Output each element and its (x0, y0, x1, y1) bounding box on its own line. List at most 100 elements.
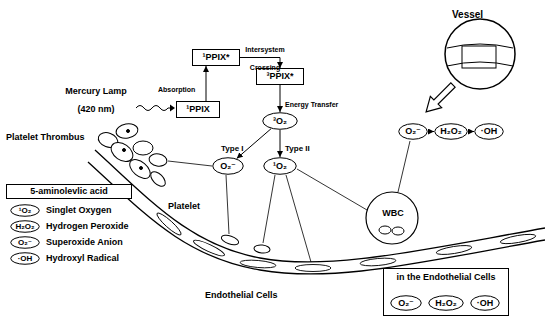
node-text: in the Endothelial Cells (396, 272, 495, 282)
species-ellipse: H₂O₂ (434, 123, 468, 140)
node-text: O₂⁻ (220, 161, 236, 171)
vessel-wall-group (88, 150, 545, 274)
node-text: ³O₂ (273, 116, 287, 126)
endothelial-cell (155, 211, 183, 238)
node-text: O₂⁻ (398, 298, 414, 308)
platelet-shape (254, 244, 271, 254)
inset-circle (445, 19, 515, 89)
endothelial-cell (500, 232, 537, 245)
legend-text: Superoxide Anion (46, 237, 123, 247)
ellipse-shape (11, 221, 40, 233)
endothelial-cell (240, 259, 276, 269)
label-text: ·OH (18, 254, 33, 263)
wavy-line (136, 106, 170, 111)
ellipse-shape (391, 296, 422, 311)
ellipse-shape (11, 253, 40, 265)
edge-label-text: Intersystem Crossing (245, 46, 284, 71)
label-text: WBC (382, 208, 404, 218)
panel-box: in the Endothelial CellsO₂⁻ H₂O₂ ·OH (383, 268, 509, 316)
label-text: ¹O₂ (19, 206, 31, 215)
ellipse-shape (213, 158, 244, 175)
legend-entry: Singlet Oxygen (46, 204, 112, 217)
species-ellipse: ¹O₂ (263, 157, 297, 175)
legend-text: Hydroxyl Radical (46, 253, 119, 263)
endothelial-cell (295, 265, 331, 272)
species-ellipse: H₂O₂ (428, 295, 464, 311)
label-text: Endothelial Cells (205, 290, 278, 300)
ellipse-shape (263, 113, 298, 130)
leader-line (297, 169, 367, 210)
granule (123, 149, 126, 152)
label-text: Vessel (452, 9, 483, 20)
legend-symbol: ¹O₂ (10, 204, 40, 217)
ellipse-shape (429, 296, 464, 311)
leader-line (263, 175, 275, 243)
hollow-arrow (420, 79, 458, 117)
leader-line (168, 161, 212, 166)
zoom-arrow (420, 79, 458, 117)
legend-text: Singlet Oxygen (46, 205, 112, 215)
edge-label-text: Type I (221, 144, 244, 153)
edge-label: Type II (285, 137, 310, 155)
vessel-wall (447, 62, 513, 66)
node-text: ·OH (477, 298, 494, 308)
node-text: ³PPIX* (266, 71, 293, 81)
platelet-shape (148, 153, 168, 168)
ellipse-shape (11, 237, 40, 249)
granule (140, 167, 143, 170)
platelet-shape (148, 169, 168, 189)
legend-symbol: O₂⁻ (10, 236, 40, 249)
thrombus-label: Platelet Thrombus (6, 126, 85, 144)
leader-line (286, 175, 311, 262)
label-text: O₂⁻ (18, 238, 32, 247)
light-wave (136, 105, 175, 112)
outer-wall (88, 162, 545, 274)
edge-label: Type I (221, 137, 244, 155)
ellipse-shape (399, 124, 428, 140)
leader-line (398, 141, 410, 192)
legend-entry: Hydrogen Peroxide (46, 220, 129, 233)
ellipse-shape (11, 205, 40, 217)
platelet-shape (133, 141, 153, 155)
label-text: Platelet Thrombus (6, 132, 85, 142)
vessel-inset (445, 19, 515, 89)
species-ellipse: O₂⁻ (390, 295, 422, 311)
node-text: 5-aminolevlic acid (30, 186, 108, 196)
arrow-connector (237, 129, 271, 159)
edge-label: Absorption (158, 78, 195, 96)
edge-label: Energy Transfer (285, 93, 338, 111)
arrow-connector (428, 131, 434, 132)
nucleus-lobe (392, 227, 404, 235)
luminal-wall (95, 150, 545, 262)
legend-text: Hydrogen Peroxide (46, 221, 129, 231)
platelet-label: Platelet (168, 195, 200, 213)
ellipse-shape (435, 124, 468, 140)
white-blood-cell (366, 192, 418, 244)
arrowhead (170, 105, 175, 112)
edge-label-text: Absorption (158, 86, 195, 93)
nucleus-lobe (379, 226, 391, 234)
edge-label: Intersystem Crossing (243, 38, 287, 74)
leader-line (226, 175, 229, 234)
node-text: ·OH (481, 126, 498, 136)
platelets (220, 233, 270, 253)
platelet-thrombus (96, 122, 168, 189)
node-text: ¹PPIX* (202, 52, 229, 62)
label-text: H₂O₂ (15, 222, 34, 231)
platelet-shape (115, 122, 139, 140)
leader-lines (168, 141, 410, 262)
oxygen-ellipse: ³O₂ (262, 112, 298, 130)
state-box: ¹PPIX (176, 101, 220, 118)
node-text: H₂O₂ (435, 298, 457, 308)
wbc-circle (366, 192, 418, 244)
arrow-connector (280, 130, 281, 157)
state-box: ¹PPIX* (192, 49, 240, 66)
ellipse-shape (264, 158, 297, 175)
label-text: Mercury Lamp (420 nm) (65, 86, 127, 114)
legend-symbol: H₂O₂ (10, 220, 40, 233)
species-ellipse: ·OH (474, 123, 504, 140)
edge-label-text: Type II (285, 144, 310, 153)
endothelial-cell (192, 238, 226, 259)
arrow-connector (468, 131, 474, 132)
lamp-label: Mercury Lamp (420 nm) (58, 80, 134, 116)
